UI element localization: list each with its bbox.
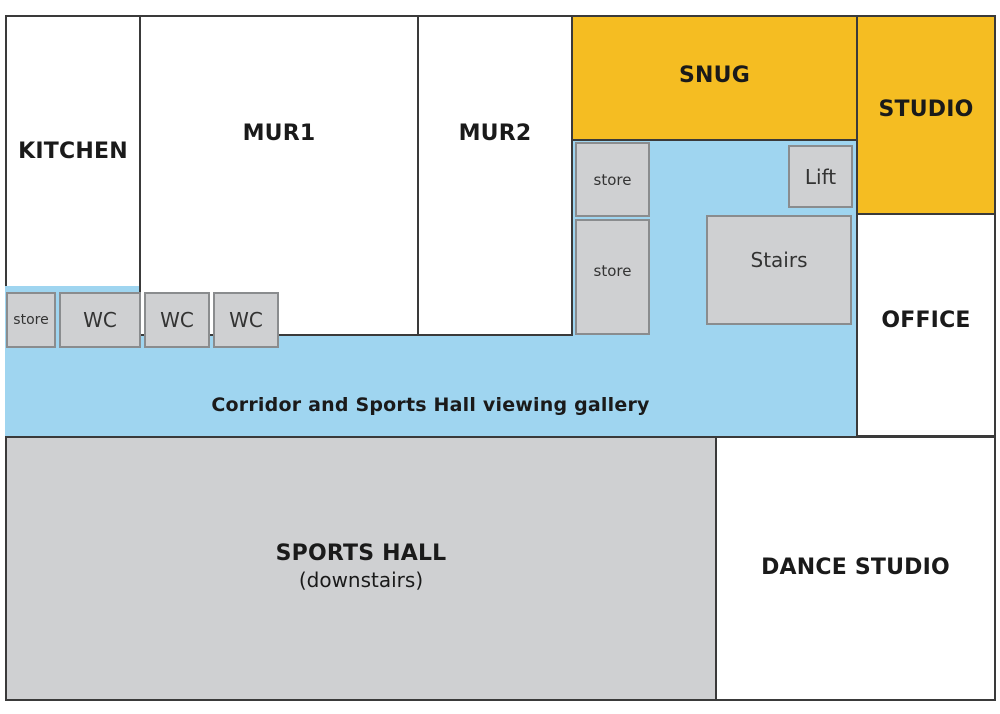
- sports-hall-note: (downstairs): [298, 568, 424, 592]
- store-upper: store: [575, 142, 650, 217]
- store-left: store: [6, 292, 56, 348]
- wc-1-label: WC: [83, 308, 117, 332]
- kitchen-room: KITCHEN: [5, 15, 141, 286]
- wc-3: WC: [213, 292, 279, 348]
- mur2-label: MUR2: [458, 121, 532, 146]
- sports-hall-label: SPORTS HALL: [275, 541, 447, 566]
- stairs-room: Stairs: [706, 215, 852, 325]
- wc-2-label: WC: [160, 308, 194, 332]
- wc-3-label: WC: [229, 308, 263, 332]
- studio-label: STUDIO: [878, 97, 974, 122]
- lift-label: Lift: [804, 164, 837, 189]
- corridor-main: Corridor and Sports Hall viewing gallery: [5, 336, 856, 436]
- mur2-room: MUR2: [417, 15, 573, 336]
- corridor-label: Corridor and Sports Hall viewing gallery: [211, 394, 650, 416]
- store-lower: store: [575, 219, 650, 335]
- dance-studio-room: DANCE STUDIO: [715, 436, 996, 701]
- mur1-label: MUR1: [242, 121, 316, 146]
- sports-hall-room: SPORTS HALL (downstairs): [5, 436, 717, 701]
- kitchen-label: KITCHEN: [18, 139, 128, 164]
- snug-room: SNUG: [571, 15, 858, 141]
- office-label: OFFICE: [881, 307, 971, 333]
- snug-label: SNUG: [679, 63, 750, 88]
- store-lower-label: store: [593, 261, 632, 280]
- studio-room: STUDIO: [856, 15, 996, 215]
- office-room: OFFICE: [856, 213, 996, 437]
- wc-1: WC: [59, 292, 141, 348]
- wc-2: WC: [144, 292, 210, 348]
- store-upper-label: store: [593, 170, 632, 189]
- mur1-room: MUR1: [139, 15, 419, 336]
- lift-room: Lift: [788, 145, 853, 208]
- stairs-label: Stairs: [750, 248, 808, 272]
- dance-studio-label: DANCE STUDIO: [761, 555, 950, 580]
- store-left-label: store: [13, 312, 49, 328]
